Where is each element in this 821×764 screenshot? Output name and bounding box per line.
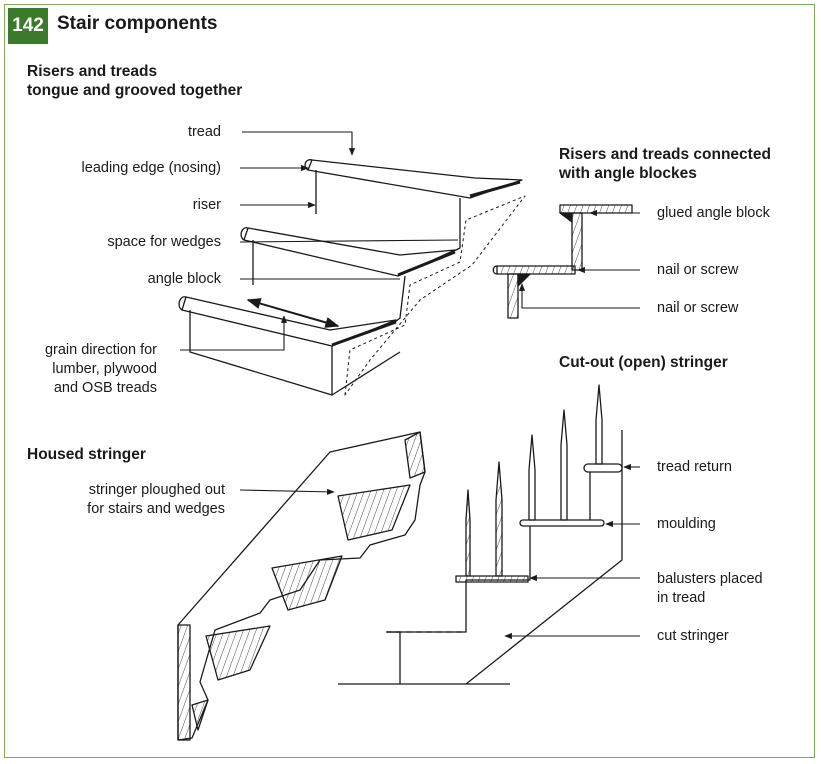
section-title-angle-blocks: Risers and treads connected with angle b… [559, 146, 771, 182]
label-tread-return: tread return [657, 459, 732, 475]
page-title: Stair components [57, 13, 218, 34]
label-nail-or-screw-2: nail or screw [657, 300, 739, 316]
angle-block-drawing [492, 204, 640, 319]
label-nosing: leading edge (nosing) [81, 160, 221, 176]
label-balusters-placed: balusters placed in tread [657, 571, 763, 606]
section-title-tongue-groove: Risers and treads tongue and grooved tog… [27, 63, 243, 99]
tongue-groove-stair-drawing [178, 159, 526, 396]
label-tread: tread [187, 124, 221, 140]
label-moulding: moulding [657, 516, 716, 532]
figure-frame [4, 4, 815, 758]
label-stringer-ploughed: stringer ploughed out for stairs and wed… [87, 482, 225, 517]
section-title-housed-stringer: Housed stringer [27, 446, 146, 463]
label-angle-block: angle block [147, 271, 221, 287]
label-nail-or-screw-1: nail or screw [657, 262, 739, 278]
label-cut-stringer: cut stringer [657, 628, 729, 644]
label-grain-direction: grain direction for lumber, plywood and … [44, 342, 157, 396]
section-title-cutout-stringer: Cut-out (open) stringer [559, 354, 728, 371]
cutout-stringer-drawing [338, 384, 640, 685]
page-number-badge: 142 [8, 8, 48, 44]
housed-stringer-drawing [177, 431, 426, 741]
label-riser: riser [192, 197, 221, 213]
tongue-groove-leaders [180, 131, 459, 351]
label-glued-angle-block: glued angle block [657, 205, 770, 221]
label-space-for-wedges: space for wedges [107, 234, 221, 250]
